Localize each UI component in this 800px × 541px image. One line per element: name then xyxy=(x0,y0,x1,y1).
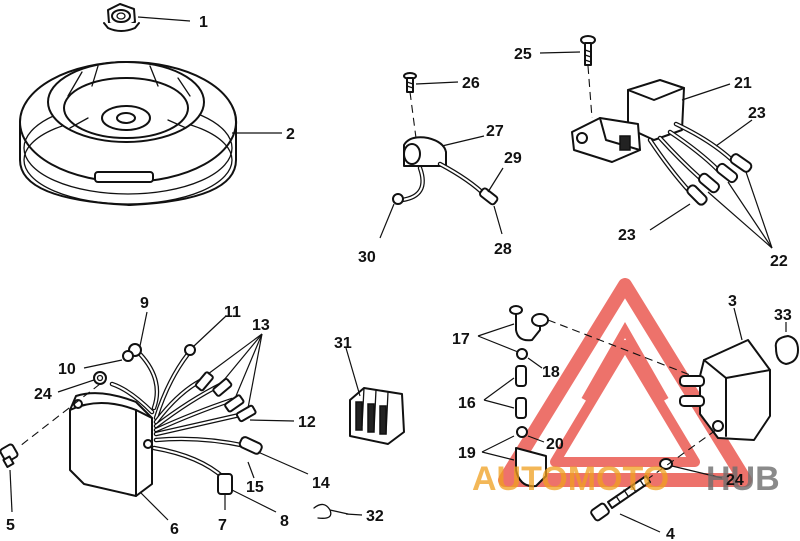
flywheel xyxy=(19,61,238,206)
rectifier xyxy=(349,387,405,445)
watermark-text-right: HUB xyxy=(706,460,780,498)
callout-33: 33 xyxy=(774,307,792,324)
callout-25: 25 xyxy=(514,46,532,63)
washer-24-right xyxy=(659,458,673,470)
callout-14: 14 xyxy=(312,475,330,492)
callout-1: 1 xyxy=(199,14,208,31)
callout-22: 22 xyxy=(770,253,788,270)
callout-15: 15 xyxy=(246,479,264,496)
callout-26: 26 xyxy=(462,75,480,92)
callout-11: 11 xyxy=(224,304,241,321)
callout-32: 32 xyxy=(366,508,384,525)
pulse-coil xyxy=(392,136,499,206)
screw-4 xyxy=(590,475,651,522)
ground-terminal-10 xyxy=(122,350,134,362)
watermark-text-left: AUTOMOTO xyxy=(472,460,669,498)
callout-9: 9 xyxy=(140,295,149,312)
connector-tube-16 xyxy=(515,365,527,419)
callout-17: 17 xyxy=(452,331,470,348)
callout-23-top: 23 xyxy=(748,105,766,122)
callout-19: 19 xyxy=(458,445,476,462)
washer-18 xyxy=(516,348,528,360)
callout-28: 28 xyxy=(494,241,512,258)
charge-coil xyxy=(571,79,685,163)
callout-10: 10 xyxy=(58,361,76,378)
ignition-coil xyxy=(679,339,771,441)
callout-23-bottom: 23 xyxy=(618,227,636,244)
callout-29: 29 xyxy=(504,150,522,167)
callout-4: 4 xyxy=(666,526,675,541)
callout-18: 18 xyxy=(542,364,560,381)
callout-labels: 1 2 3 4 5 6 7 8 9 10 11 12 13 14 15 16 1… xyxy=(6,14,792,541)
charge-coil-wires xyxy=(647,121,753,206)
clip-32 xyxy=(313,503,349,519)
cap-33 xyxy=(774,335,799,365)
callout-16: 16 xyxy=(458,395,476,412)
flywheel-nut xyxy=(103,3,140,32)
callout-6: 6 xyxy=(170,521,179,538)
screw-26 xyxy=(403,72,417,93)
callout-12: 12 xyxy=(298,414,316,431)
callout-13: 13 xyxy=(252,317,270,334)
boot-19 xyxy=(515,447,547,488)
callout-21: 21 xyxy=(734,75,752,92)
lock-washer-24 xyxy=(93,371,107,385)
washer-20 xyxy=(516,426,528,438)
callout-31: 31 xyxy=(334,335,352,352)
watermark-m-stroke xyxy=(581,321,669,402)
callout-20: 20 xyxy=(546,436,564,453)
callout-24-right: 24 xyxy=(726,472,744,489)
watermark-triangle-inner xyxy=(550,340,700,467)
screw-5 xyxy=(0,443,19,468)
screw-25 xyxy=(580,35,596,66)
callout-3: 3 xyxy=(728,293,737,310)
power-pack xyxy=(69,392,153,497)
spark-plug-boot xyxy=(509,305,549,342)
callout-7: 7 xyxy=(218,517,227,534)
power-pack-wires xyxy=(109,343,263,495)
callout-24-left: 24 xyxy=(34,386,52,403)
callout-2: 2 xyxy=(286,126,295,143)
callout-8: 8 xyxy=(280,513,289,530)
callout-30: 30 xyxy=(358,249,376,266)
callout-27: 27 xyxy=(486,123,504,140)
callout-5: 5 xyxy=(6,517,15,534)
